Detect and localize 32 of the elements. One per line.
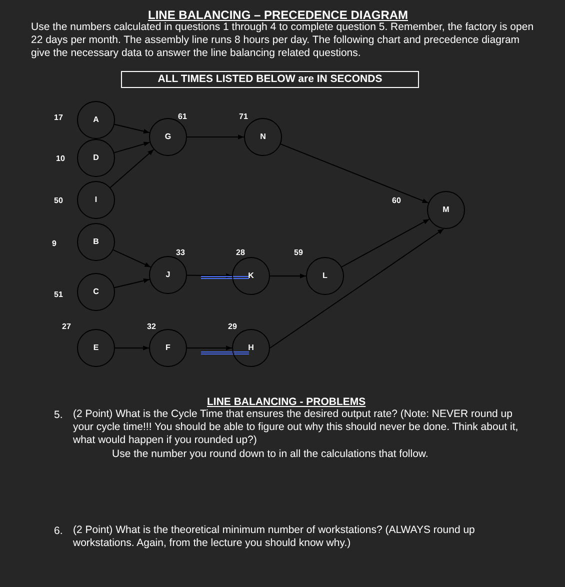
duration-label: 51 — [54, 289, 63, 301]
notice-box: ALL TIMES LISTED BELOW are IN SECONDS — [121, 71, 419, 88]
duration-label: 17 — [54, 112, 63, 124]
duration-label: 9 — [52, 238, 56, 250]
arrow — [270, 228, 444, 348]
duration-label: 28 — [236, 247, 245, 259]
arrow — [114, 124, 150, 134]
question-text: (2 Point) What is the theoretical minimum number of workstations? (ALWAYS round up workstations. Again, from the lecture you should know why.) — [73, 524, 476, 550]
question-number: 6. — [54, 524, 63, 539]
question-number: 5. — [54, 408, 63, 423]
duration-label: 60 — [392, 195, 401, 207]
arrow — [110, 149, 154, 188]
arrow — [114, 346, 150, 350]
intro-paragraph: Use the numbers calculated in questions 1 through 4 to complete question 5. Remember, the factory is open 22 days per month. The assembly line runs 8 hours per day. The following chart and precedence diagram give the necessary data to answer the line balancing related questions. — [31, 21, 535, 60]
arrow — [186, 346, 232, 350]
arrow — [186, 134, 244, 140]
duration-label: 59 — [294, 247, 303, 259]
arrow — [114, 278, 150, 288]
arrow — [112, 249, 152, 268]
arrow — [186, 273, 232, 278]
question-text: (2 Point) What is the Cycle Time that ensures the desired output rate? (Note: NEVER round up your cycle time!!! You should be able to figure out why this should never be done. Think about it, what would happen if you rounded up?) — [73, 408, 520, 447]
arrow — [341, 218, 430, 268]
instruction-text: Use the number you round down to in all the calculations that follow. — [112, 447, 428, 462]
arrow — [114, 142, 150, 154]
arrow — [280, 144, 429, 204]
duration-label: 27 — [62, 321, 71, 333]
duration-label: 10 — [56, 153, 65, 165]
arrow — [270, 274, 306, 278]
section-heading: LINE BALANCING - PROBLEMS — [207, 395, 366, 409]
duration-label: 33 — [176, 247, 185, 259]
title: LINE BALANCING – PRECEDENCE DIAGRAM — [148, 7, 408, 22]
duration-label: 50 — [54, 195, 63, 207]
